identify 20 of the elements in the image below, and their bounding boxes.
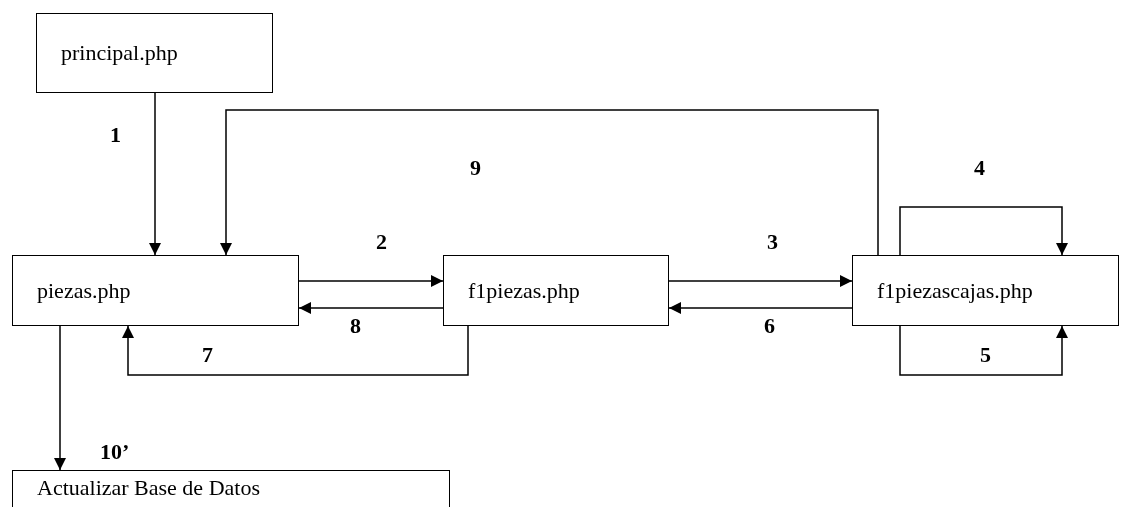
box-label: f1piezas.php xyxy=(468,277,580,304)
box-label: Actualizar Base de Datos xyxy=(37,475,260,501)
arrow xyxy=(899,325,1068,376)
arrow xyxy=(668,275,853,287)
arrow xyxy=(298,302,444,314)
box-label: f1piezascajas.php xyxy=(877,277,1033,304)
arrow xyxy=(54,325,66,471)
process-box xyxy=(12,470,450,507)
arrow xyxy=(220,109,879,256)
process-box xyxy=(852,255,1119,326)
arrow xyxy=(668,302,853,314)
process-box xyxy=(36,13,273,93)
box-label: principal.php xyxy=(61,40,178,66)
arrow xyxy=(298,275,444,287)
process-box xyxy=(12,255,299,326)
arrow xyxy=(122,325,469,376)
arrow xyxy=(899,206,1068,256)
arrow xyxy=(149,92,161,256)
box-label: piezas.php xyxy=(37,277,131,304)
process-box xyxy=(443,255,669,326)
